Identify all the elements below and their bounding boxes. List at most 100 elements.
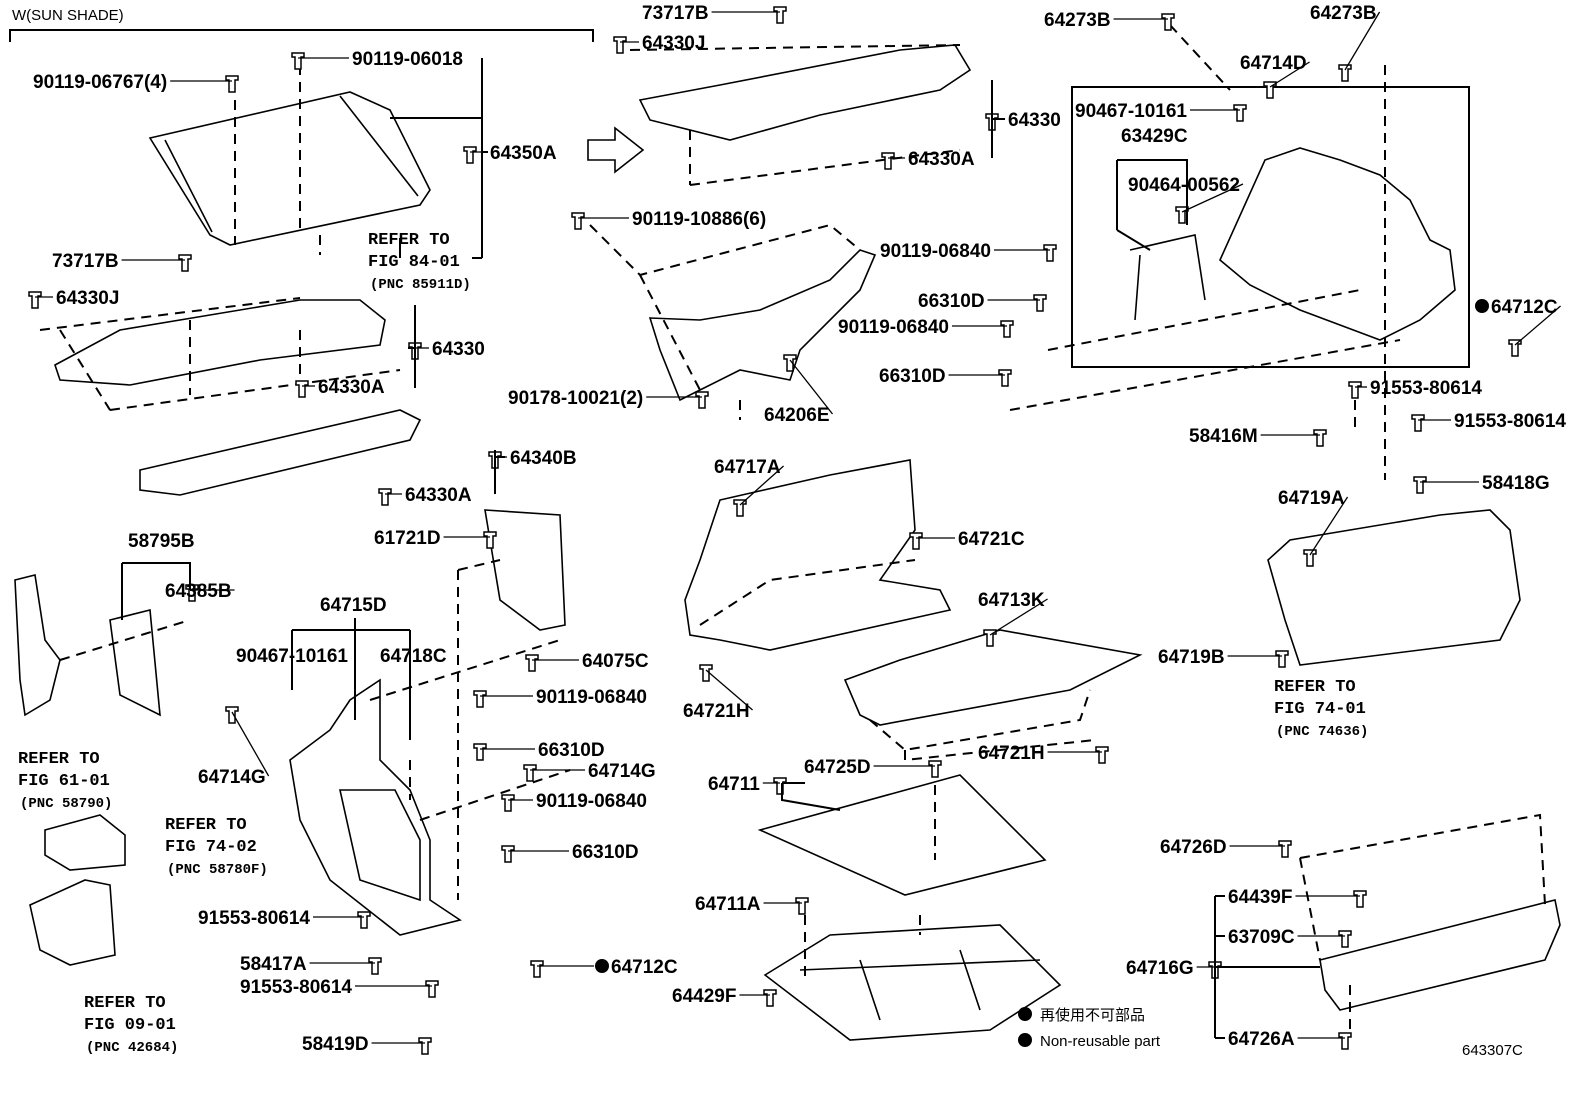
part-number-label: 64718C — [380, 646, 447, 667]
fastener-icon — [783, 354, 797, 372]
rear-panel-trim — [648, 249, 877, 402]
reference-note-line1: REFER TO — [18, 750, 100, 769]
fastener-icon — [998, 369, 1012, 387]
callout-bracket — [494, 450, 505, 494]
part-number-label: 91553-80614 — [198, 908, 310, 929]
part-number-label: 64714G — [588, 761, 656, 782]
part-number-label: 64350A — [490, 143, 557, 164]
fastener-icon — [368, 957, 382, 975]
part-labels: 90119-0601890119-06767(4)64350A73717B643… — [33, 3, 1566, 1055]
reference-note-line2: FIG 09-01 — [84, 1016, 176, 1035]
deck-box — [29, 879, 116, 966]
fastener-icon — [1313, 429, 1327, 447]
fastener-icon — [928, 760, 942, 778]
part-number-label: 91553-80614 — [240, 977, 352, 998]
fastener-icon — [291, 52, 305, 70]
legend-en: Non-reusable part — [1040, 1033, 1161, 1050]
part-number-label: 64714D — [1240, 53, 1307, 74]
fastener-icon — [463, 146, 477, 164]
part-number-label: 64711 — [708, 774, 760, 795]
part-number-label: 58419D — [302, 1034, 369, 1055]
bracket-63429c — [1129, 234, 1206, 321]
part-number-label: 58795B — [128, 531, 195, 552]
fastener-icon — [1278, 840, 1292, 858]
deck-board-cover — [684, 459, 952, 651]
callout-bracket — [1116, 159, 1188, 251]
callout-bracket — [1214, 895, 1320, 1039]
fastener-icon — [1413, 476, 1427, 494]
fastener-icon — [523, 764, 537, 782]
part-number-label: 66310D — [538, 740, 605, 761]
reference-note-line3: (PNC 42684) — [86, 1040, 178, 1056]
pad-sheet — [109, 608, 161, 717]
part-number-label: 64711A — [695, 894, 761, 915]
fastener-icon — [178, 254, 192, 272]
fastener-icon — [378, 488, 392, 506]
fastener-icon — [357, 911, 371, 929]
part-number-label: 90119-06018 — [352, 49, 463, 70]
fastener-icon — [613, 36, 627, 54]
fastener-icon — [1095, 746, 1109, 764]
reference-note-line3: (PNC 58790) — [20, 796, 112, 812]
part-number-label: 64715D — [320, 595, 387, 616]
part-number-label: 63429C — [1121, 126, 1188, 147]
non-reusable-marker-icon — [1475, 299, 1489, 313]
reference-note-line3: (PNC 85911D) — [370, 277, 471, 293]
fastener-icon — [795, 897, 809, 915]
package-tray-trim — [54, 299, 386, 386]
part-number-label: 64714G — [198, 767, 266, 788]
fastener-icon — [473, 743, 487, 761]
fastener-icon — [473, 690, 487, 708]
part-number-label: 64385B — [165, 581, 232, 602]
callout-bracket — [291, 618, 411, 740]
fastener-icon — [773, 777, 787, 795]
section-title: W(SUN SHADE) — [12, 7, 124, 24]
callout-bracket — [408, 305, 416, 388]
part-number-label: 64712C — [611, 957, 678, 978]
non-reusable-marker-icon — [595, 959, 609, 973]
fastener-icon — [695, 391, 709, 409]
part-number-label: 64719B — [1158, 647, 1225, 668]
fastener-icon — [773, 6, 787, 24]
side-panel-trim — [1219, 147, 1456, 341]
package-tray-trim-upper — [638, 44, 972, 141]
fastener-icon — [1348, 381, 1362, 399]
part-number-label: 91553-80614 — [1454, 411, 1566, 432]
part-number-label: 64273B — [1044, 10, 1111, 31]
part-number-label: 64439F — [1228, 887, 1292, 908]
part-group-frame — [1071, 86, 1470, 368]
leader-line — [705, 669, 753, 711]
part-number-label: 64340B — [510, 448, 577, 469]
fastener-icon — [1043, 244, 1057, 262]
part-number-label: 64330 — [432, 339, 485, 360]
fastener-icon — [295, 380, 309, 398]
part-number-label: 64717A — [714, 457, 781, 478]
fastener-icon — [1303, 549, 1317, 567]
reference-note-line1: REFER TO — [1274, 678, 1356, 697]
back-door-trim — [1267, 509, 1521, 666]
storage-panel — [484, 509, 566, 631]
fastener-icon — [501, 794, 515, 812]
leader-line — [989, 598, 1048, 636]
part-number-label: 64330A — [318, 377, 385, 398]
leader-line — [1344, 11, 1381, 71]
fastener-icon — [483, 531, 497, 549]
package-tray-panel — [139, 409, 422, 496]
fastener-icon — [881, 152, 895, 170]
part-number-label: 64716G — [1126, 958, 1194, 979]
callout-bracket — [121, 562, 191, 620]
fastener-icon — [225, 75, 239, 93]
part-number-label: 90119-06840 — [838, 317, 949, 338]
figure-code: 643307C — [1462, 1042, 1523, 1059]
fastener-icon — [525, 654, 539, 672]
part-number-label: 73717B — [642, 3, 709, 24]
deck-box-frame — [44, 814, 126, 871]
reference-note-line1: REFER TO — [368, 231, 450, 250]
fastener-icon — [1338, 1032, 1352, 1050]
part-number-label: 90467-10161 — [1075, 101, 1187, 122]
deck-tray — [763, 924, 1062, 1041]
fastener-icon — [1411, 414, 1425, 432]
callout-bracket — [991, 80, 1005, 158]
